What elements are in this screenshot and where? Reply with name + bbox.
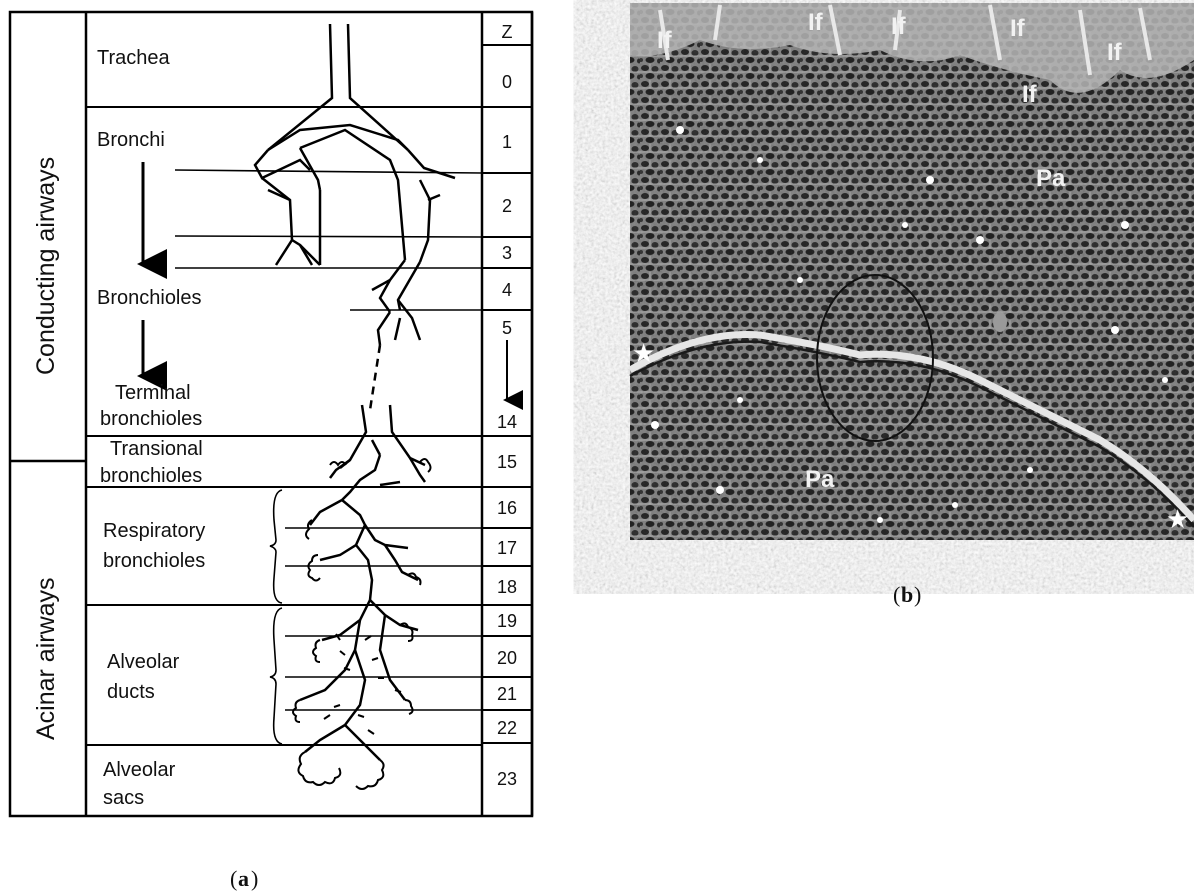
label-terminal-line1: Terminal bbox=[115, 382, 191, 404]
sem-micrograph-image bbox=[630, 3, 1194, 540]
label-bronchioles: Bronchioles bbox=[97, 287, 202, 309]
label-trachea: Trachea bbox=[97, 47, 171, 69]
zone-number: 17 bbox=[497, 538, 517, 558]
svg-text:): ) bbox=[251, 866, 258, 891]
zone-number: 2 bbox=[502, 196, 512, 216]
label-bronchi: Bronchi bbox=[97, 129, 165, 151]
alveoli-scallops bbox=[293, 459, 431, 789]
label-respiratory-line1: Respiratory bbox=[103, 520, 205, 542]
panel-b-micrograph: ★ ★ If If If If If If Pa Pa bbox=[630, 3, 1194, 540]
label-transitional-line1: Transional bbox=[110, 438, 203, 460]
generation-rules bbox=[175, 170, 482, 710]
zone-number: 1 bbox=[502, 132, 512, 152]
airway-tree bbox=[255, 24, 455, 760]
panel-a-diagram bbox=[10, 12, 532, 816]
label-respiratory-line2: bronchioles bbox=[103, 550, 205, 572]
svg-text:★: ★ bbox=[632, 339, 655, 369]
zone-number: 21 bbox=[497, 684, 517, 704]
label-transitional-line2: bronchioles bbox=[100, 465, 202, 487]
zone-header: Z bbox=[502, 22, 513, 42]
zone-number: 19 bbox=[497, 611, 517, 631]
ducts-brace bbox=[270, 608, 282, 744]
micrograph-label-if: If bbox=[891, 13, 907, 40]
micrograph-label-pa: Pa bbox=[1036, 165, 1066, 192]
label-ducts-line2: ducts bbox=[107, 681, 155, 703]
svg-text:(: ( bbox=[230, 866, 237, 891]
panel-a-frame bbox=[10, 12, 532, 816]
caption-b: ( b ) bbox=[893, 582, 921, 607]
zone-number: 16 bbox=[497, 498, 517, 518]
zone-number: 3 bbox=[502, 243, 512, 263]
respiratory-brace bbox=[270, 490, 282, 603]
caption-a: ( a ) bbox=[230, 866, 258, 891]
zone-number: 23 bbox=[497, 769, 517, 789]
micrograph-label-if: If bbox=[657, 27, 673, 54]
zone-number: 14 bbox=[497, 412, 517, 432]
zone-number: 22 bbox=[497, 718, 517, 738]
zone-number: 5 bbox=[502, 318, 512, 338]
micrograph-label-if: If bbox=[1010, 15, 1026, 42]
zone-number: 20 bbox=[497, 648, 517, 668]
group-label-acinar: Acinar airways bbox=[32, 577, 60, 740]
caption-b-letter: b bbox=[901, 582, 913, 607]
label-sacs-line1: Alveolar bbox=[103, 759, 176, 781]
label-ducts-line1: Alveolar bbox=[107, 651, 180, 673]
micrograph-label-if: If bbox=[808, 9, 824, 36]
label-sacs-line2: sacs bbox=[103, 787, 144, 809]
zone-numbers: Z 0 1 2 3 4 5 14 15 16 17 18 19 20 21 22… bbox=[497, 22, 517, 789]
caption-a-letter: a bbox=[238, 866, 249, 891]
zone-number: 15 bbox=[497, 452, 517, 472]
zone-number: 4 bbox=[502, 280, 512, 300]
zone-number: 0 bbox=[502, 72, 512, 92]
svg-text:★: ★ bbox=[1166, 505, 1189, 535]
group-label-conducting: Conducting airways bbox=[32, 157, 60, 375]
zone-number: 18 bbox=[497, 577, 517, 597]
micrograph-label-if: If bbox=[1107, 39, 1123, 66]
micrograph-label-pa: Pa bbox=[805, 466, 835, 493]
svg-text:(: ( bbox=[893, 582, 900, 607]
svg-text:): ) bbox=[914, 582, 921, 607]
label-terminal-line2: bronchioles bbox=[100, 408, 202, 430]
micrograph-label-if: If bbox=[1022, 81, 1038, 108]
